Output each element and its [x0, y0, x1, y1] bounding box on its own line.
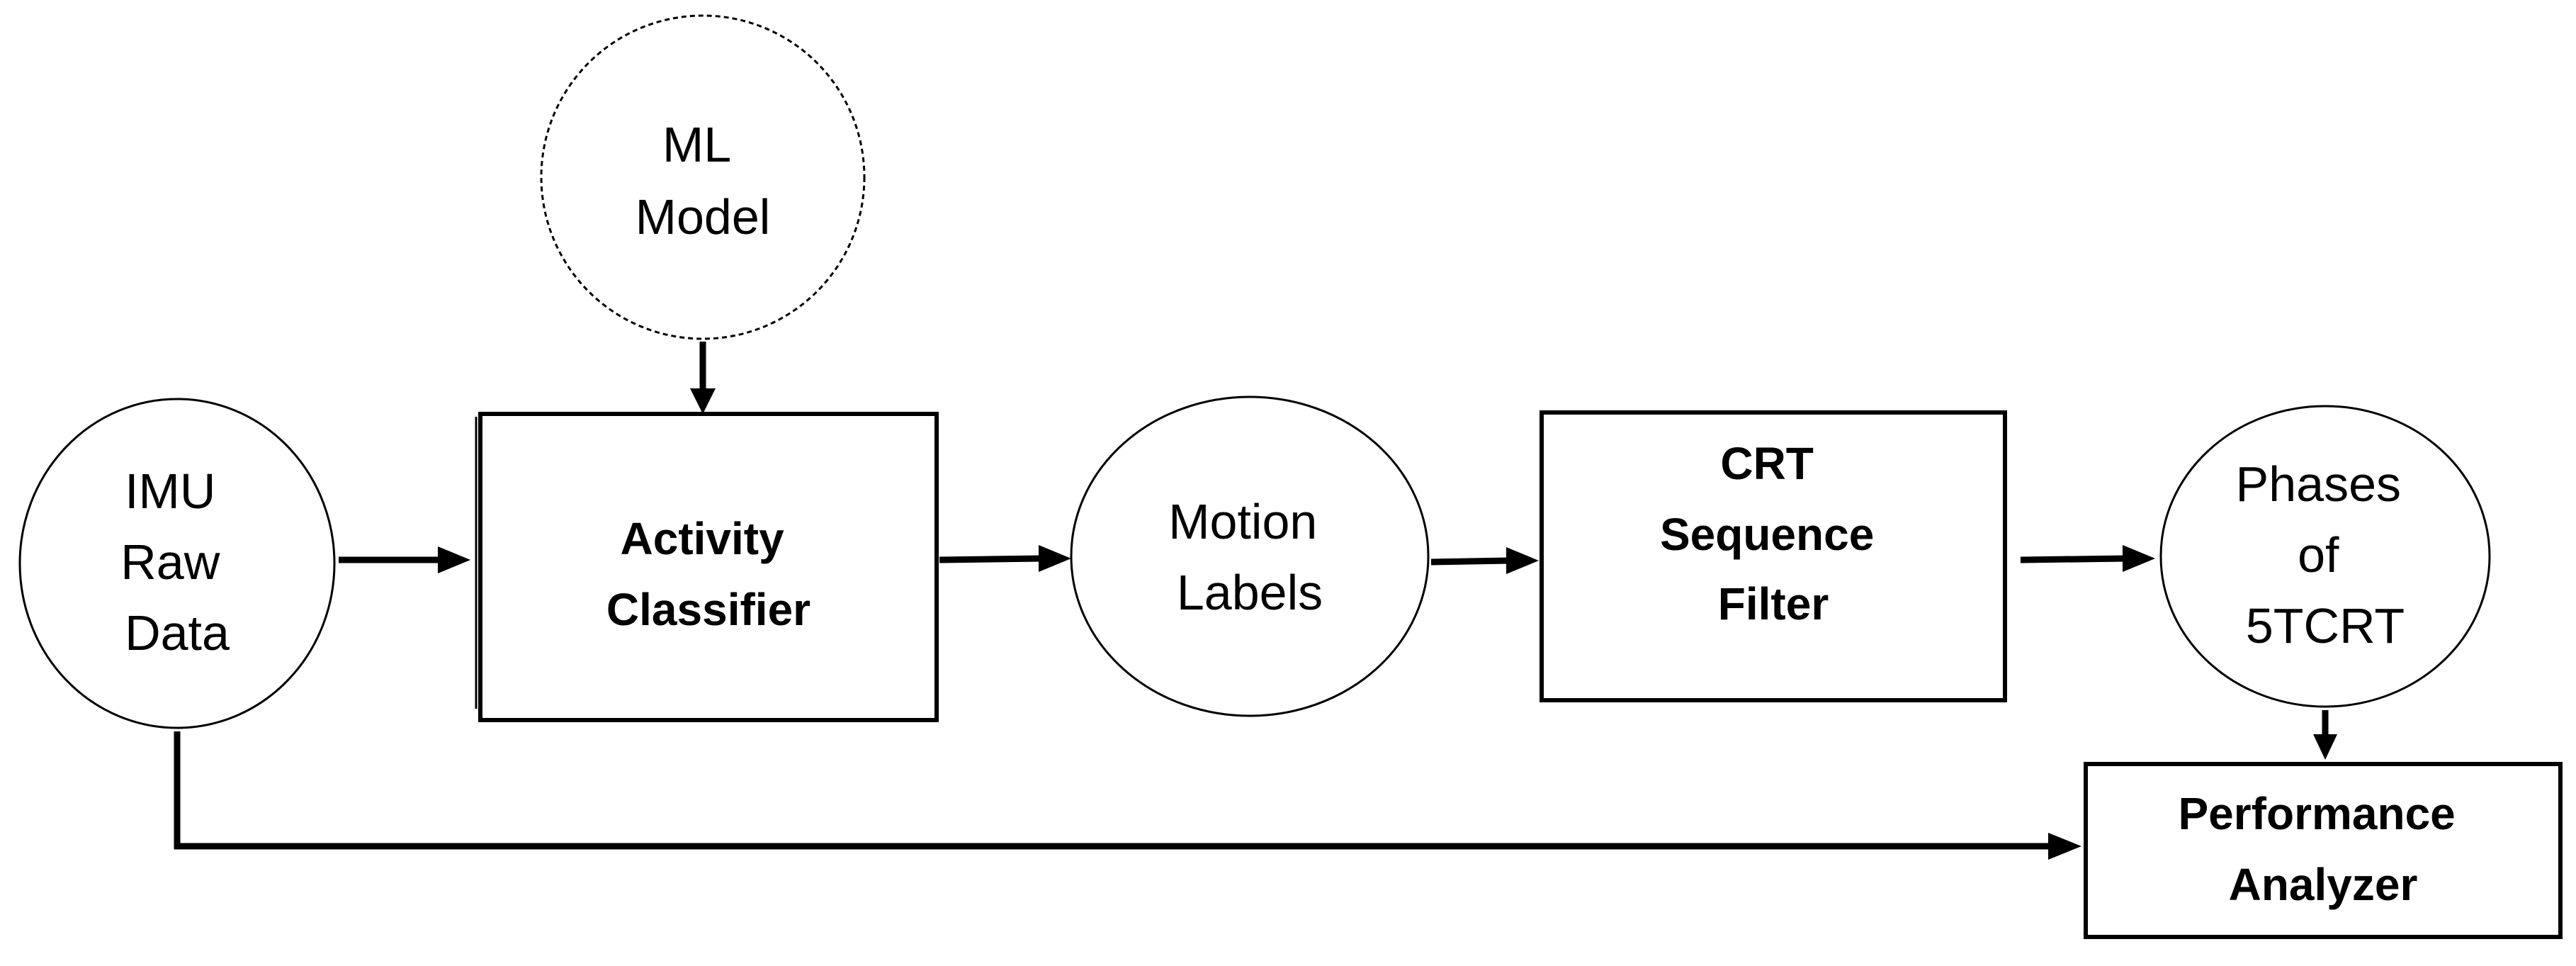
svg-text:Performance Analyzer: Performance Analyzer: [2178, 788, 2468, 910]
svg-text:Activity Classifier: Activity Classifier: [606, 513, 810, 635]
imu-label-line-3: Data: [125, 605, 230, 661]
imu-label-line-2: Raw: [120, 534, 220, 590]
imu-label-line-1: IMU: [125, 464, 215, 519]
crt-filter-label-line-2: Sequence: [1660, 509, 1874, 560]
svg-text:Phases of 5TCRT: Phases of 5TCRT: [2236, 456, 2415, 653]
node-crt-sequence-filter: CRT Sequence Filter: [1540, 410, 2007, 702]
edge-phases-to-performance-analyzer: [2313, 710, 2337, 760]
node-phases-of-5tcrt: Phases of 5TCRT: [2159, 405, 2491, 708]
svg-text:CRT Sequence Filte: CRT Sequence Filter: [1660, 438, 1887, 629]
edge-imu-to-performance-analyzer: [174, 731, 2081, 860]
edge-crt-sequence-filter-to-phases: [2020, 545, 2155, 572]
phases-label-line-1: Phases: [2236, 456, 2401, 512]
node-motion-labels: Motion Labels: [1070, 395, 1430, 717]
motion-labels-label-line-1: Motion: [1168, 494, 1317, 549]
edge-motion-labels-to-crt-sequence-filter: [1430, 547, 1539, 574]
activity-classifier-label-line-1: Activity: [621, 513, 785, 564]
crt-filter-label-line-3: Filter: [1718, 578, 1829, 629]
svg-text:IMU Raw Data: IMU Raw Data: [120, 464, 234, 661]
node-ml-model: ML Model: [540, 14, 866, 340]
svg-text:Motion Labels: Motion Labels: [1168, 494, 1331, 620]
phases-label-line-2: of: [2298, 527, 2339, 583]
ml-model-label-line-2: Model: [635, 189, 771, 245]
activity-classifier-label-line-2: Classifier: [606, 584, 810, 635]
crt-filter-label-line-1: CRT: [1720, 438, 1814, 489]
phases-label-line-3: 5TCRT: [2246, 598, 2405, 653]
performance-analyzer-label-line-1: Performance: [2178, 788, 2455, 839]
edge-activity-classifier-to-motion-labels: [939, 545, 1071, 572]
node-activity-classifier: Activity Classifier: [475, 412, 939, 722]
ml-model-label-line-1: ML: [662, 117, 730, 172]
edge-imu-to-activity-classifier: [339, 546, 470, 573]
node-imu-raw-data: IMU Raw Data: [18, 398, 336, 729]
edge-ml-model-to-activity-classifier: [690, 342, 716, 414]
connectors: [174, 342, 2337, 860]
node-performance-analyzer: Performance Analyzer: [2084, 762, 2563, 939]
motion-labels-label-line-2: Labels: [1177, 565, 1323, 620]
performance-analyzer-label-line-2: Analyzer: [2229, 859, 2418, 910]
svg-text:ML Model: ML Model: [635, 117, 771, 245]
